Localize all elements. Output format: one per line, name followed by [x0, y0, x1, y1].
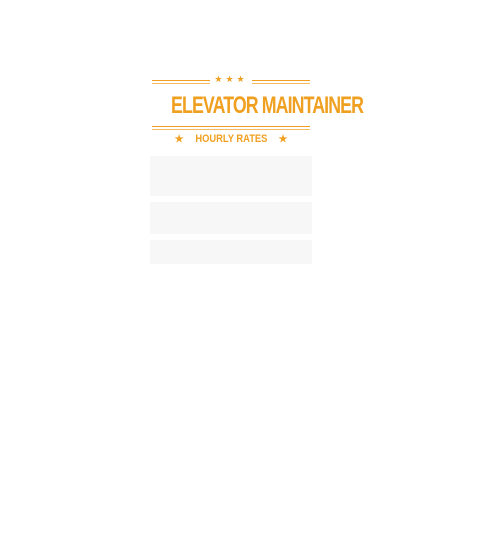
faint-band	[150, 156, 312, 196]
top-rule-right	[252, 80, 310, 81]
subtitle-text: HOURLY RATES	[194, 133, 268, 145]
top-stars: ★★★	[214, 75, 248, 85]
faint-band	[150, 240, 312, 264]
faint-band	[150, 202, 312, 234]
emblem-subtitle: ★ HOURLY RATES ★	[150, 131, 312, 147]
star-icon: ★	[174, 134, 184, 145]
top-rule-left	[152, 80, 210, 81]
top-rule-right-thin	[252, 83, 310, 84]
star-icon: ★	[278, 134, 288, 145]
top-rule-left-thin	[152, 83, 210, 84]
emblem-title: ELEVATOR MAINTAINER	[171, 92, 364, 119]
middle-rule-thin	[152, 129, 310, 130]
faint-background-texture	[150, 156, 312, 270]
middle-rule	[152, 126, 310, 127]
emblem-graphic: ★★★ ELEVATOR MAINTAINER ★ HOURLY RATES ★	[150, 74, 364, 274]
